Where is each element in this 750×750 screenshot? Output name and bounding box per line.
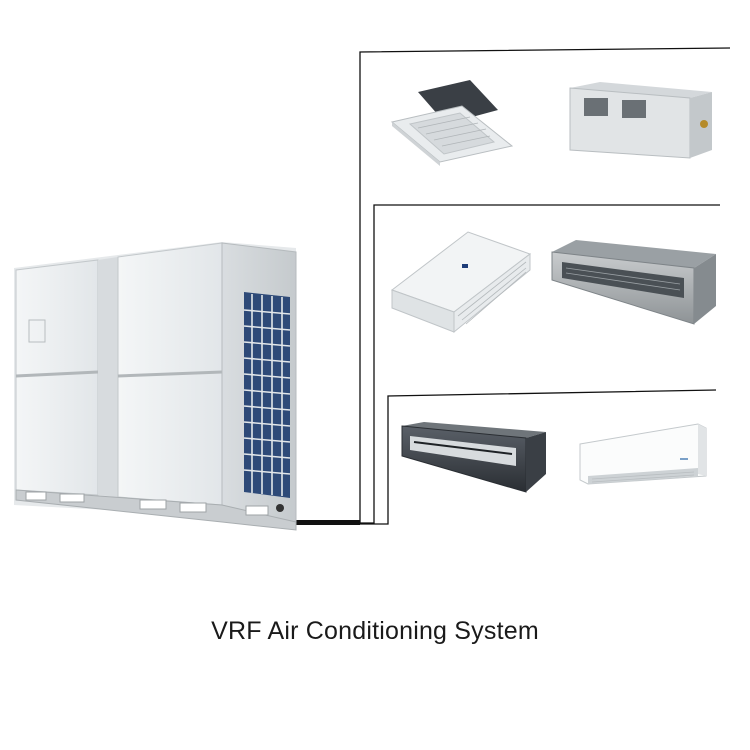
outdoor-base-frame [15,489,297,531]
slim-ducted-unit [551,240,716,325]
outdoor-left-module [15,259,99,496]
high-static-ducted-unit [569,82,712,159]
four-way-cassette-unit [390,80,514,166]
piping-lines [290,47,731,525]
pipe-header [290,520,360,525]
diagram-caption: VRF Air Conditioning System [211,617,539,645]
outdoor-vrf-unit [14,242,297,531]
wall-mounted-split-unit [579,423,707,485]
ceiling-floor-console-unit [390,231,532,334]
outdoor-coil-grille [244,292,290,498]
low-profile-ducted-unit [401,422,546,493]
